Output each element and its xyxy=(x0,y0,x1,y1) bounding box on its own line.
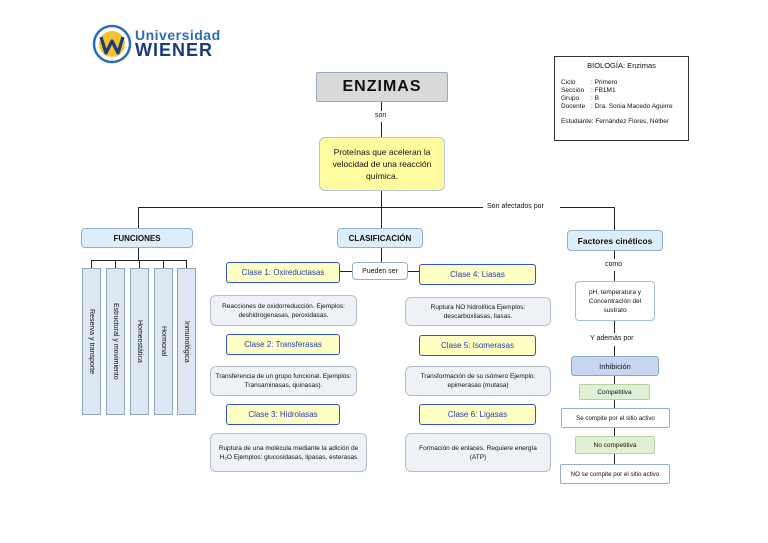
ph-node: pH, temperatura y Concentración del sust… xyxy=(575,281,655,321)
funcion-label: Hormonal xyxy=(160,326,167,357)
clase-3-node: Clase 3: Hidrolasas xyxy=(226,404,340,425)
son-label: son xyxy=(375,112,387,119)
connector xyxy=(614,346,615,356)
pueden-ser-node: Pueden ser xyxy=(352,262,408,280)
clase-2-desc: Transferencia de un grupo funcional. Eje… xyxy=(210,366,357,396)
clase-6-node: Clase 6: Ligasas xyxy=(419,404,536,425)
connector xyxy=(614,428,615,436)
connector xyxy=(91,260,92,268)
connector xyxy=(614,400,615,408)
clase-4-desc: Ruptura NO hidrolítica Ejemplos: descarb… xyxy=(405,297,551,326)
factores-node: Factores cinéticos xyxy=(567,230,663,251)
info-key: Docente xyxy=(561,103,586,110)
info-title: BIOLOGÍA: Enzimas xyxy=(587,61,656,70)
inhibicion-node: Inhibición xyxy=(571,356,659,376)
info-key: Grupo xyxy=(561,95,580,102)
funcion-label: Reserva y transporte xyxy=(88,309,95,374)
connector xyxy=(186,260,187,268)
connector xyxy=(614,271,615,281)
info-panel: BIOLOGÍA: Enzimas Ciclo : Primero Sección… xyxy=(554,56,689,141)
info-value: : FB1M1 xyxy=(591,87,616,94)
info-row: Ciclo : Primero xyxy=(561,79,682,87)
university-logo-icon xyxy=(92,24,132,64)
competitiva-node: Competitiva xyxy=(579,384,650,400)
clasificacion-node: CLASIFICACIÓN xyxy=(337,228,423,248)
connector xyxy=(115,260,116,268)
connector xyxy=(138,207,483,208)
clase-6-desc: Formación de enlaces. Requiere energía (… xyxy=(405,433,551,472)
funcion-label: Homeostática xyxy=(136,320,143,363)
funciones-node: FUNCIONES xyxy=(81,228,193,248)
connector xyxy=(614,376,615,384)
ademas-label: Y además por xyxy=(590,335,634,342)
connector xyxy=(560,207,614,208)
no-competitiva-node: No competitiva xyxy=(575,436,655,454)
logo-line1: Universidad xyxy=(135,27,221,43)
info-key: Ciclo xyxy=(561,79,576,86)
info-row: Grupo : B xyxy=(561,95,682,103)
clase-5-node: Clase 5: Isomerasas xyxy=(419,335,536,356)
connector xyxy=(138,248,139,260)
funcion-item: Reserva y transporte xyxy=(82,268,101,415)
funcion-item: Estructural y movimiento xyxy=(106,268,125,415)
funcion-item: Homeostática xyxy=(130,268,149,415)
no-competitiva-desc: NO se compite por el sitio activo xyxy=(560,464,670,484)
connector xyxy=(139,260,140,268)
clase-1-desc: Reacciones de oxidorreducción. Ejemplos:… xyxy=(210,295,357,326)
info-value: : Dra. Sonia Macedo Aguirre xyxy=(591,103,673,110)
info-value: : B xyxy=(591,95,599,102)
clase-5-desc: Transformación de su isómero Ejemplo: ep… xyxy=(405,366,551,396)
clase-3-desc: Ruptura de una molécula mediante la adic… xyxy=(210,433,367,472)
clase-4-node: Clase 4: Liasas xyxy=(419,264,536,285)
connector xyxy=(163,260,164,268)
connector xyxy=(614,321,615,333)
connector xyxy=(614,454,615,464)
info-key: Sección xyxy=(561,87,585,94)
clase-1-node: Clase 1: Oxireductasas xyxy=(226,262,340,283)
definition-node: Proteínas que aceleran la velocidad de u… xyxy=(319,137,445,191)
info-row: Sección : FB1M1 xyxy=(561,87,682,95)
logo-line2: WIENER xyxy=(135,40,213,60)
funcion-item: Inmunológica xyxy=(177,268,196,415)
connector xyxy=(381,248,382,262)
connector xyxy=(381,191,382,228)
connector xyxy=(381,102,382,111)
funcion-label: Inmunológica xyxy=(183,320,190,363)
info-student: Estudiante: Fernández Flores, Nélber xyxy=(561,118,670,125)
clase-2-node: Clase 2: Transferasas xyxy=(226,334,340,355)
info-value: : Primero xyxy=(591,79,618,86)
connector xyxy=(614,251,615,259)
funcion-item: Hormonal xyxy=(154,268,173,415)
competitiva-desc: Se compite por el sitio activo xyxy=(561,408,670,428)
afectados-label: Son afectados por xyxy=(487,203,544,210)
title-node: ENZIMAS xyxy=(316,72,448,102)
connector xyxy=(614,207,615,230)
connector xyxy=(408,271,419,272)
connector xyxy=(138,207,139,228)
connector xyxy=(381,122,382,137)
info-row: Docente : Dra. Sonia Macedo Aguirre xyxy=(561,103,682,111)
connector xyxy=(340,271,352,272)
funcion-label: Estructural y movimiento xyxy=(112,303,119,380)
como-label: como xyxy=(605,261,623,268)
